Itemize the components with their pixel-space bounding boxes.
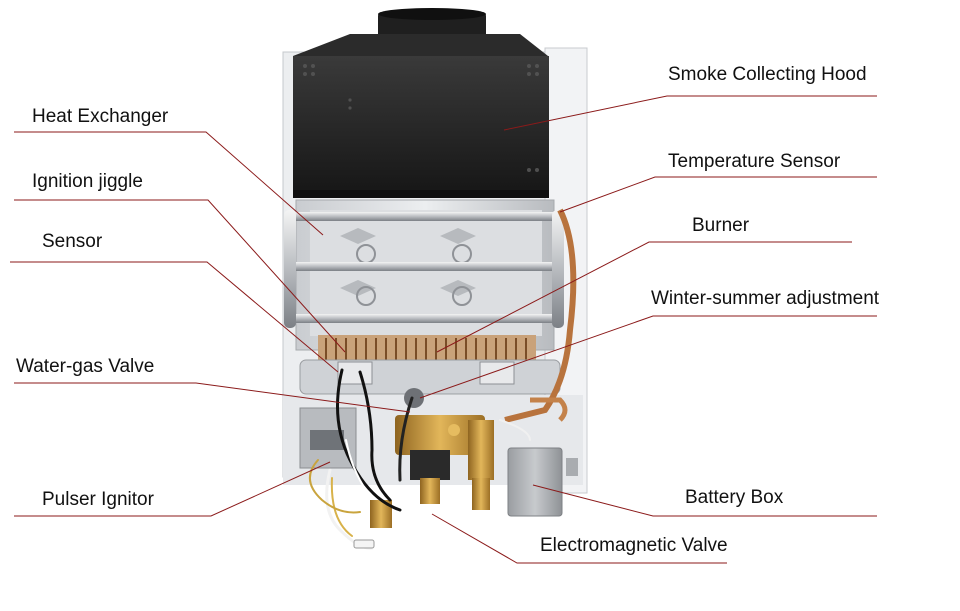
label-winter-summer-adjustment: Winter-summer adjustment (651, 288, 879, 310)
leader-smoke-collecting-hood (504, 96, 877, 130)
label-pulser-ignitor: Pulser Ignitor (42, 489, 154, 511)
label-battery-box: Battery Box (685, 487, 783, 509)
leader-water-gas-valve (14, 383, 410, 412)
label-heat-exchanger: Heat Exchanger (32, 106, 168, 128)
leader-ignition-jiggle (14, 200, 345, 352)
label-electromagnetic-valve: Electromagnetic Valve (540, 535, 728, 557)
leader-winter-summer-adjustment (420, 316, 877, 398)
leader-temperature-sensor (560, 177, 877, 212)
label-ignition-jiggle: Ignition jiggle (32, 171, 143, 193)
label-temperature-sensor: Temperature Sensor (668, 151, 840, 173)
label-burner: Burner (692, 215, 749, 237)
label-water-gas-valve: Water-gas Valve (16, 356, 154, 378)
label-sensor: Sensor (42, 231, 102, 253)
label-smoke-collecting-hood: Smoke Collecting Hood (668, 64, 867, 86)
